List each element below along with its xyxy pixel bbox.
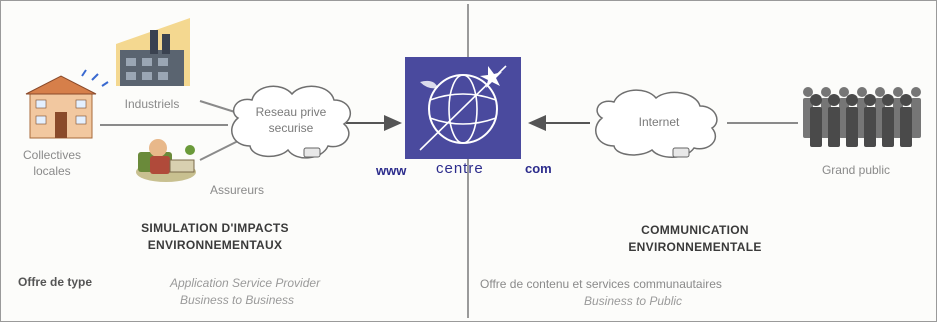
internet-cloud-icon (595, 89, 718, 158)
internet-cloud-label: Internet (638, 115, 680, 129)
brand-com: com (525, 161, 552, 176)
brand-www: www (376, 163, 407, 178)
left-offer-line1: Application Service Provider (170, 276, 321, 290)
right-offer-line2: Business to Public (584, 294, 683, 308)
grand-public-label: Grand public (821, 163, 891, 177)
right-offer-line1: Offre de contenu et services communautai… (480, 277, 722, 291)
signal-waves-icon (81, 69, 109, 87)
collectives-label: Collectives locales (22, 148, 82, 178)
assureurs-label: Assureurs (209, 183, 265, 197)
network-cloud-icon (231, 85, 352, 159)
left-section-title: SIMULATION D'IMPACTS ENVIRONNEMENTAUX (141, 221, 289, 252)
centre-logo-icon (405, 57, 521, 159)
network-cloud-label: Reseau prive securise (255, 105, 327, 135)
right-section-title: COMMUNICATION ENVIRONNEMENTALE (628, 223, 762, 254)
brand-centre: centre (436, 160, 484, 177)
assureurs-person-icon (136, 139, 196, 182)
left-offer-line2: Business to Business (180, 293, 295, 307)
grand-public-crowd-icon (803, 87, 921, 147)
offer-type-label: Offre de type (18, 275, 93, 289)
collectives-building-icon (25, 75, 97, 139)
industriels-label: Industriels (124, 97, 180, 111)
industriels-factory-icon (116, 18, 190, 86)
crowd-row-front (810, 94, 912, 147)
line-industriels-to-network (199, 100, 239, 114)
line-assureurs-to-network (199, 139, 241, 161)
